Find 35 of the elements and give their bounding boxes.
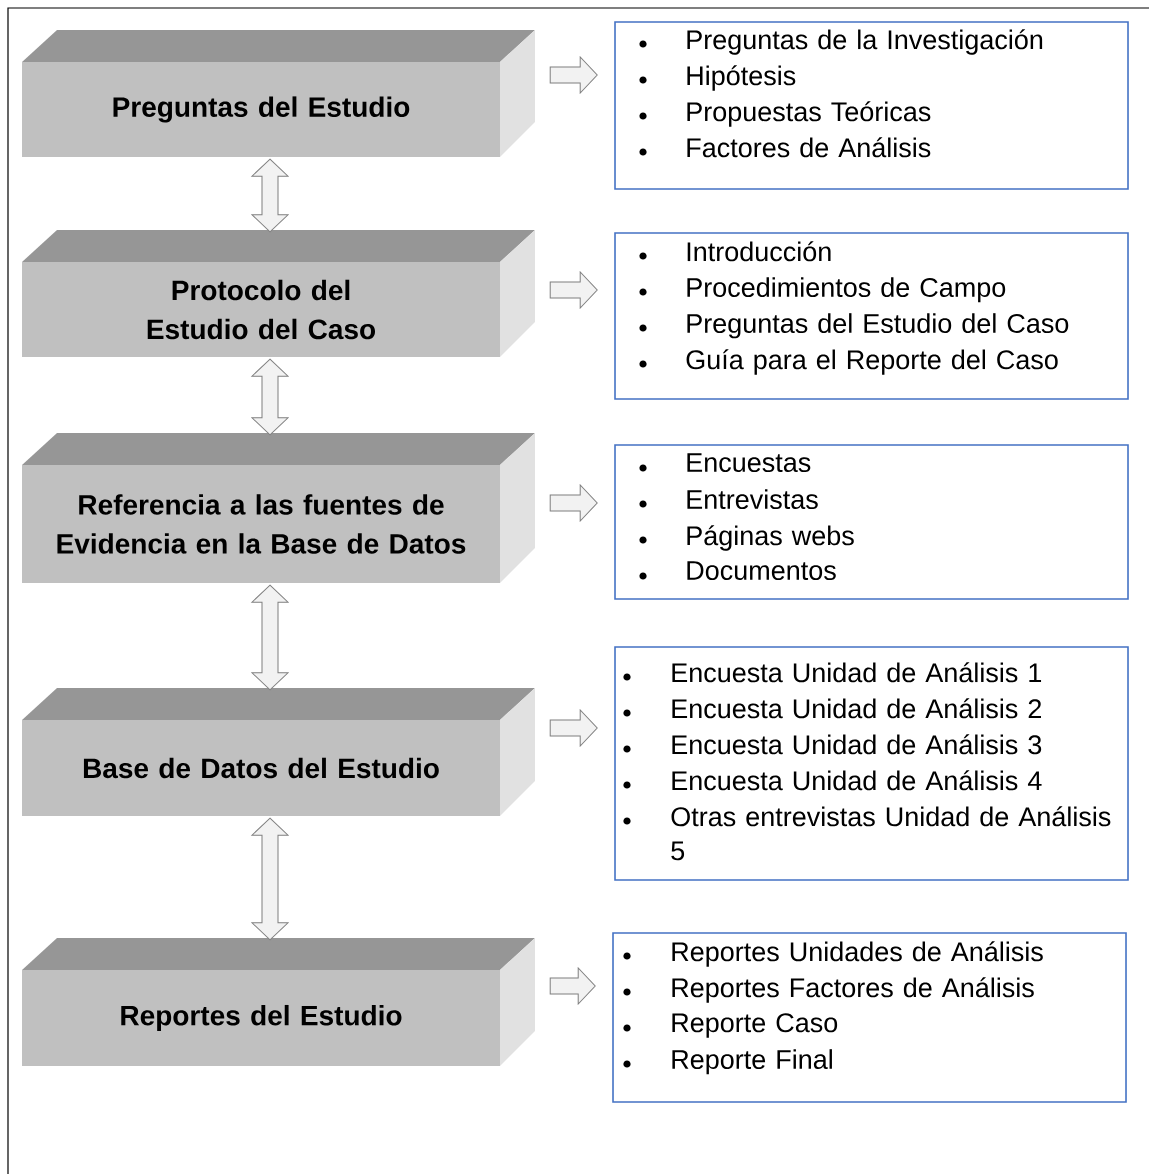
block-box: Protocolo del Estudio del Caso	[22, 230, 535, 357]
list-item: Entrevistas	[639, 489, 818, 509]
list-item: Encuesta Unidad de Análisis 3	[623, 734, 1042, 755]
list-item: Páginas webs	[639, 525, 854, 551]
list-item: Procedimientos de Campo	[639, 277, 1006, 303]
block-arrow	[251, 817, 289, 941]
block-box: Preguntas del Estudio	[22, 30, 535, 157]
list-item: Reportes Factores de Análisis	[623, 977, 1034, 1003]
list-item: Otras entrevistas Unidad de Análisis 5	[623, 806, 1111, 861]
list-item: Reporte Caso	[623, 1013, 838, 1038]
list-item: Preguntas de la Investigación	[639, 29, 1043, 55]
block-box: Reportes del Estudio	[22, 938, 535, 1066]
list-item: Guía para el Reporte del Caso	[639, 349, 1058, 375]
list-item: Reporte Final	[623, 1049, 832, 1075]
list-item: Preguntas del Estudio del Caso	[639, 313, 1069, 339]
list-item: Documentos	[639, 561, 836, 581]
list-item: Encuesta Unidad de Análisis 2	[623, 698, 1041, 719]
list-item: Introducción	[639, 241, 831, 262]
block-arrow	[549, 484, 598, 522]
block-arrow	[549, 271, 598, 309]
block-arrow	[549, 56, 598, 94]
block-arrow	[251, 158, 289, 233]
list-item: Factores de Análisis	[639, 137, 931, 158]
list-item: Propuestas Teóricas	[639, 101, 931, 127]
block-box: Referencia a las fuentes de Evidencia en la Base de Datos	[22, 433, 535, 583]
list-item: Encuestas	[639, 453, 811, 473]
block-arrow	[549, 967, 596, 1005]
block-arrow	[549, 709, 598, 747]
block-box: Base de Datos del Estudio	[22, 688, 535, 816]
list-item: Hipótesis	[639, 65, 796, 91]
block-arrow	[251, 358, 289, 436]
block-arrow	[251, 584, 289, 691]
list-item: Reportes Unidades de Análisis	[623, 941, 1043, 967]
list-item: Encuesta Unidad de Análisis 1	[623, 662, 1042, 683]
list-item: Encuesta Unidad de Análisis 4	[623, 770, 1042, 791]
